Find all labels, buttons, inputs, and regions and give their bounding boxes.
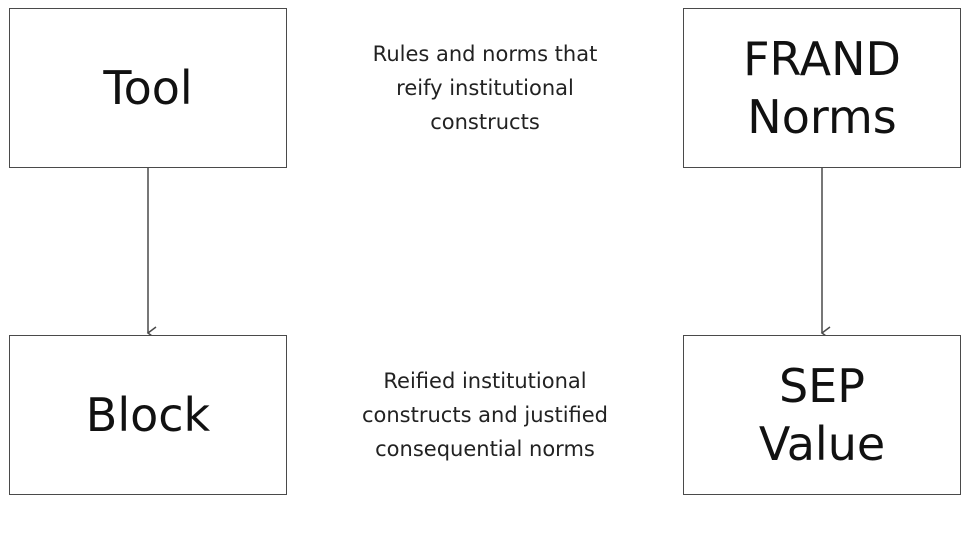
caption-bottom-line1: Reified institutional (383, 369, 587, 393)
box-sep-label-line1: SEP (778, 359, 865, 413)
caption-top-line1: Rules and norms that (372, 42, 598, 66)
box-tool-label-line1: Tool (103, 61, 193, 115)
caption-top-line3: constructs (430, 110, 540, 134)
caption-bottom-line3: consequential norms (375, 437, 595, 461)
box-sep-label-line2: Value (758, 417, 886, 471)
box-frand-norms: FRAND Norms (683, 8, 961, 168)
box-frand-label-line2: Norms (747, 90, 897, 144)
box-frand-label-line1: FRAND (743, 32, 901, 86)
box-tool: Tool (9, 8, 287, 168)
box-block-label-line1: Block (85, 388, 211, 442)
caption-top-line2: reify institutional (396, 76, 574, 100)
box-block: Block (9, 335, 287, 495)
caption-bottom: Reified institutional constructs and jus… (335, 364, 635, 466)
caption-top: Rules and norms that reify institutional… (335, 37, 635, 139)
caption-bottom-line2: constructs and justified (361, 403, 609, 427)
box-sep-value: SEP Value (683, 335, 961, 495)
